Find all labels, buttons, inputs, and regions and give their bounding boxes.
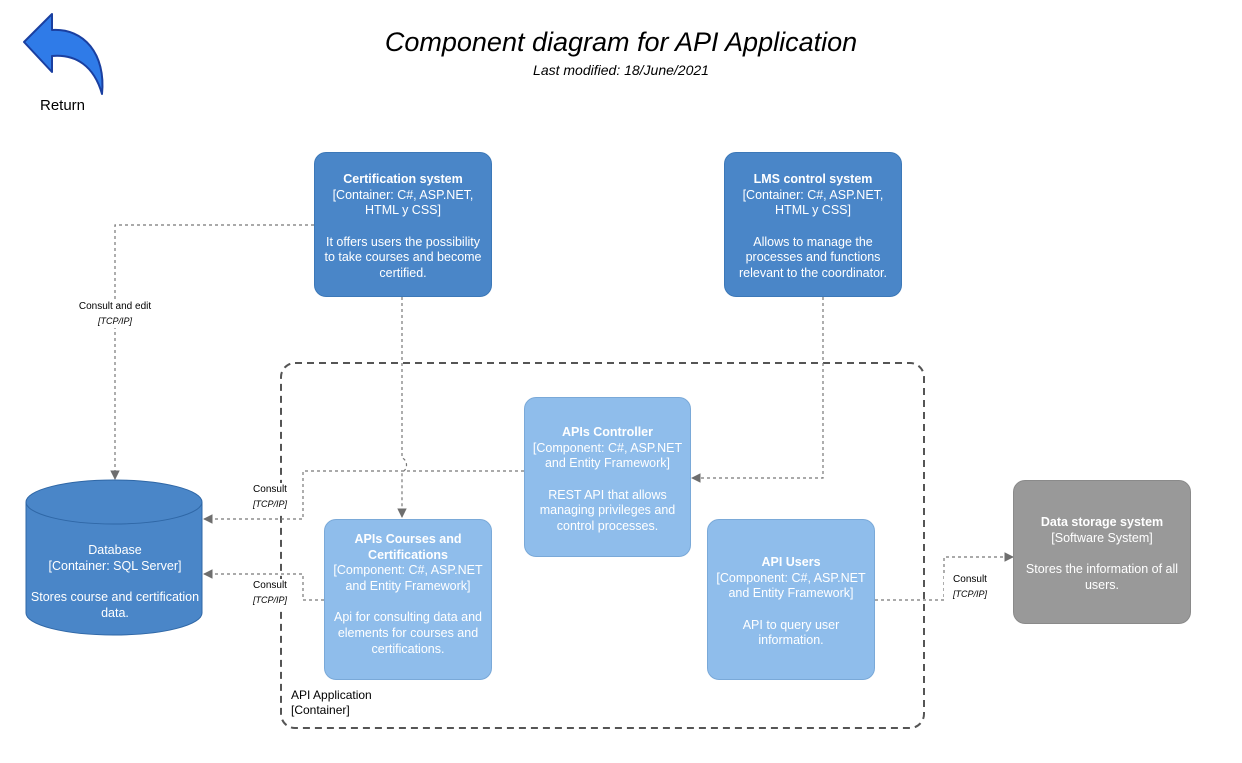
node-name: API Users <box>761 555 821 569</box>
boundary-type: [Container] <box>291 703 350 717</box>
edge-label-text: Consult <box>253 580 287 591</box>
last-modified-text: Last modified: 18/June/2021 <box>533 62 709 78</box>
node-technology: [Component: C#, ASP.NET and Entity Frame… <box>333 563 483 593</box>
node-name: LMS control system <box>753 172 873 186</box>
page-title: Component diagram for API Application <box>384 27 858 57</box>
edge-certification-to-courses <box>397 297 408 518</box>
node-apis-controller[interactable]: APIs Controller [Component: C#, ASP.NET … <box>524 397 691 557</box>
node-technology: [Software System] <box>1051 530 1153 545</box>
edge-label-users-storage: Consult [TCP/IP] <box>944 573 996 601</box>
node-apis-courses-certifications[interactable]: APIs Courses and Certifications [Compone… <box>324 519 492 680</box>
node-name: Certification system <box>343 172 463 186</box>
edge-label-text: Consult and edit <box>78 301 152 312</box>
edge-label-protocol: [TCP/IP] <box>97 316 132 326</box>
edge-courses-to-database <box>203 569 324 601</box>
node-technology: [Component: C#, ASP.NET and Entity Frame… <box>716 570 866 601</box>
node-database[interactable]: Database [Container: SQL Server] Stores … <box>28 543 202 621</box>
node-description: Stores course and certification data. <box>30 590 200 620</box>
edge-label-protocol: [TCP/IP] <box>252 595 287 605</box>
database-cylinder <box>25 479 203 636</box>
node-description: Stores the information of all users. <box>1025 562 1179 592</box>
edge-label-courses-db: Consult [TCP/IP] <box>244 579 296 607</box>
edge-label-text: Consult <box>253 484 287 495</box>
node-description: API to query user information. <box>742 617 840 648</box>
node-description: It offers users the possibility to take … <box>324 234 482 280</box>
return-label: Return <box>40 97 86 114</box>
node-name: APIs Courses and Certifications <box>354 532 462 562</box>
boundary-name: API Application <box>291 688 372 702</box>
node-description: Allows to manage the processes and funct… <box>738 234 887 280</box>
node-technology: [Container: C#, ASP.NET, HTML y CSS] <box>742 187 884 218</box>
node-technology: [Container: SQL Server] <box>48 558 182 573</box>
edge-label-controller-db: Consult [TCP/IP] <box>244 483 296 511</box>
node-data-storage-system[interactable]: Data storage system [Software System] St… <box>1013 480 1191 624</box>
edge-label-protocol: [TCP/IP] <box>252 499 287 509</box>
edge-label-text: Consult <box>953 574 987 585</box>
node-name: Data storage system <box>1040 515 1164 529</box>
node-technology: [Container: C#, ASP.NET, HTML y CSS] <box>332 187 474 218</box>
edge-label-consult-and-edit: Consult and edit [TCP/IP] <box>70 300 160 328</box>
boundary-label: API Application [Container] <box>291 688 372 718</box>
node-name: Database <box>88 543 142 557</box>
edge-lms-to-controller <box>691 297 824 483</box>
return-button[interactable]: Return <box>18 12 114 122</box>
node-name: APIs Controller <box>562 425 653 439</box>
node-description: Api for consulting data and elements for… <box>333 610 483 656</box>
edge-certification-to-database <box>110 224 314 480</box>
node-technology: [Component: C#, ASP.NET and Entity Frame… <box>532 440 683 471</box>
node-lms-control-system[interactable]: LMS control system [Container: C#, ASP.N… <box>724 152 902 297</box>
edge-label-protocol: [TCP/IP] <box>952 589 987 599</box>
api-application-boundary <box>280 362 925 729</box>
edge-controller-to-database <box>203 470 524 524</box>
node-description: REST API that allows managing privileges… <box>539 487 676 533</box>
curved-back-arrow-icon <box>23 13 104 95</box>
node-certification-system[interactable]: Certification system [Container: C#, ASP… <box>314 152 492 297</box>
node-api-users[interactable]: API Users [Component: C#, ASP.NET and En… <box>707 519 875 680</box>
